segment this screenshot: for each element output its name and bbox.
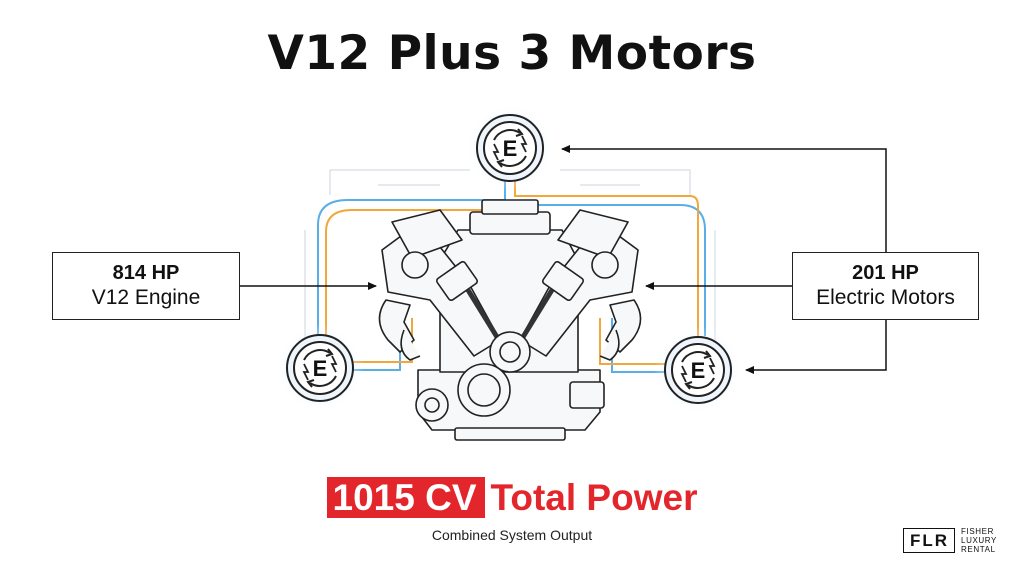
- orange-wires: [325, 180, 699, 365]
- electric-motor-icon: E: [466, 104, 554, 192]
- electric-motor-icon: E: [654, 326, 742, 414]
- total-power-value: 1015 CV: [326, 477, 485, 518]
- electric-power-value: 201 HP: [852, 262, 919, 284]
- electric-motors-label: Electric Motors: [816, 286, 955, 309]
- page-title: V12 Plus 3 Motors: [267, 26, 757, 81]
- motor-letter: E: [691, 358, 706, 383]
- combined-output-caption: Combined System Output: [431, 527, 593, 543]
- v12-engine-label: V12 Engine: [91, 286, 201, 309]
- logo-line-3: RENTAL: [961, 545, 996, 554]
- logo-name: FISHER LUXURY RENTAL: [961, 527, 997, 554]
- circuit-traces: [304, 169, 716, 340]
- v12-engine-box: 814 HP V12 Engine: [52, 252, 240, 320]
- electric-motor-icon: E: [276, 324, 364, 412]
- flow-arrows: [240, 145, 887, 374]
- logo-line-1: FISHER: [961, 527, 994, 536]
- motor-letter: E: [313, 356, 328, 381]
- electric-motors-box: 201 HP Electric Motors: [792, 252, 979, 320]
- v12-power-value: 814 HP: [112, 262, 180, 284]
- motor-letter: E: [503, 136, 518, 161]
- logo-line-2: LUXURY: [961, 536, 997, 545]
- logo-mark: FLR: [903, 528, 956, 553]
- brand-logo: FLR FISHER LUXURY RENTAL: [903, 527, 997, 554]
- total-power-label: Total Power: [490, 477, 698, 518]
- v12-engine-illustration: [378, 199, 642, 441]
